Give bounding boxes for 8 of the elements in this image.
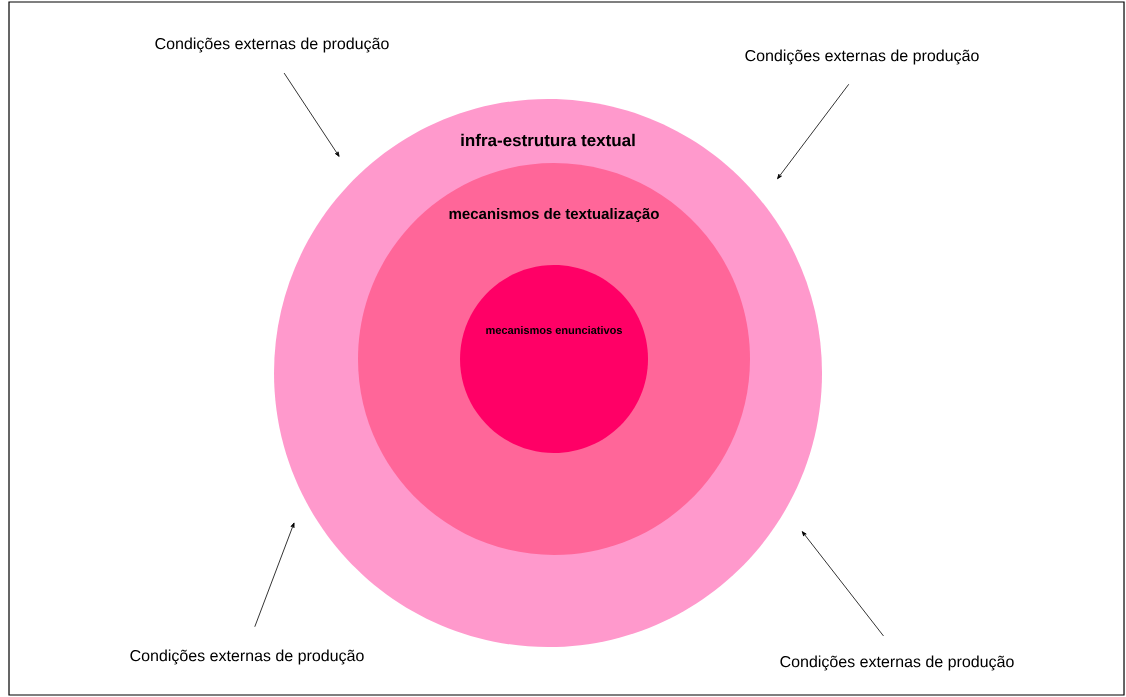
caption-text: Condições externas de produção <box>745 49 979 65</box>
arrow <box>283 72 340 157</box>
arrow <box>777 83 850 180</box>
caption-text: Condições externas de produção <box>155 37 389 53</box>
caption-text: Condições externas de produção <box>130 649 364 665</box>
arrow <box>254 522 295 628</box>
arrow <box>801 531 884 637</box>
caption-text: Condições externas de produção <box>780 655 1014 671</box>
